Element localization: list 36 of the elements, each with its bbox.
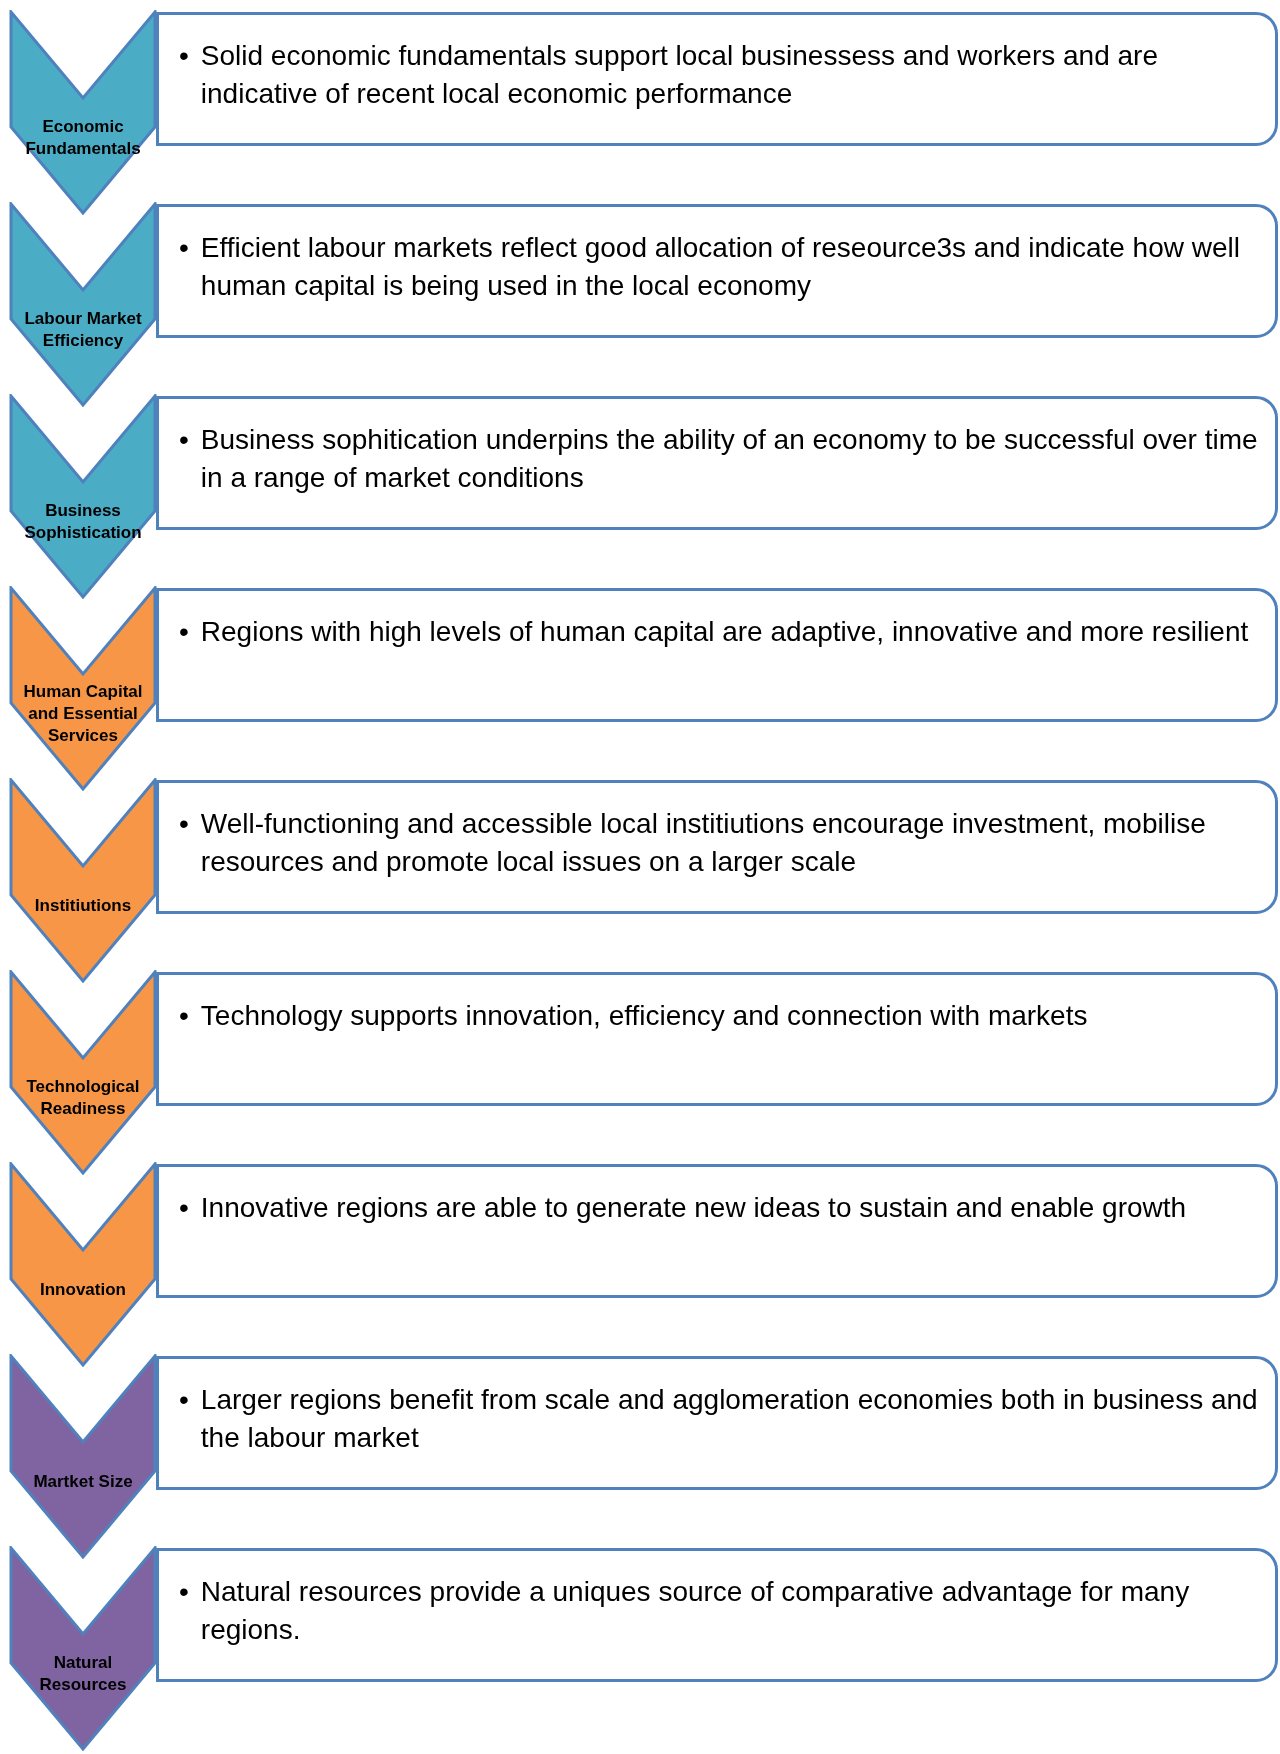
bullet: • (179, 39, 189, 73)
text-box (156, 12, 1278, 146)
bullet: • (179, 999, 189, 1033)
bullet-text: Innovative regions are able to generate new ideas to sustain and enable growth (200, 1191, 1187, 1225)
chevron-label: Business Sophistication (23, 499, 143, 544)
text-box (156, 1548, 1278, 1682)
chevron-label: Human Capital and Essential Services (22, 680, 144, 748)
chevron-label: Innovation (39, 1278, 127, 1301)
bullet: • (179, 1575, 189, 1609)
bullet-text: Regions with high levels of human capital are adaptive, innovative and more resilient (200, 615, 1249, 649)
bullet-text: Efficient labour markets reflect good allocation of reseource3s and indicate how well human capital is being used in the local economy (200, 231, 1241, 303)
text-box (156, 780, 1278, 914)
text-box (156, 588, 1278, 722)
bullet: • (179, 807, 189, 841)
text-box (156, 204, 1278, 338)
bullet-text: Business sophitication underpins the ability of an economy to be successful over time in a range of market conditions (200, 423, 1259, 495)
bullet: • (179, 1383, 189, 1417)
bullet: • (179, 231, 189, 265)
chevron-label: Institiutions (33, 894, 133, 917)
bullet-text: Natural resources provide a uniques source of comparative advantage for many regions. (200, 1575, 1191, 1647)
bullet-text: Well-functioning and accessible local institiutions encourage investment, mobilise resources and promote local issues on a larger scale (200, 807, 1207, 879)
chevron-label: Labour Market Efficiency (23, 307, 143, 352)
bullet-text: Solid economic fundamentals support local businessess and workers and are indicative of recent local economic performance (200, 39, 1159, 111)
bullet-text: Larger regions benefit from scale and agglomeration economies both in business and the labour market (200, 1383, 1259, 1455)
text-box (156, 1356, 1278, 1490)
bullet: • (179, 615, 189, 649)
chevron-label: Economic Fundamentals (24, 115, 142, 160)
text-box (156, 972, 1278, 1106)
chevron-label: Natural Resources (38, 1651, 128, 1696)
bullet: • (179, 423, 189, 457)
chevron-label: Martket Size (32, 1470, 134, 1493)
text-box (156, 1164, 1278, 1298)
chevron-label: Technological Readiness (25, 1075, 141, 1120)
text-box (156, 396, 1278, 530)
bullet-text: Technology supports innovation, efficiency and connection with markets (200, 999, 1088, 1033)
bullet: • (179, 1191, 189, 1225)
